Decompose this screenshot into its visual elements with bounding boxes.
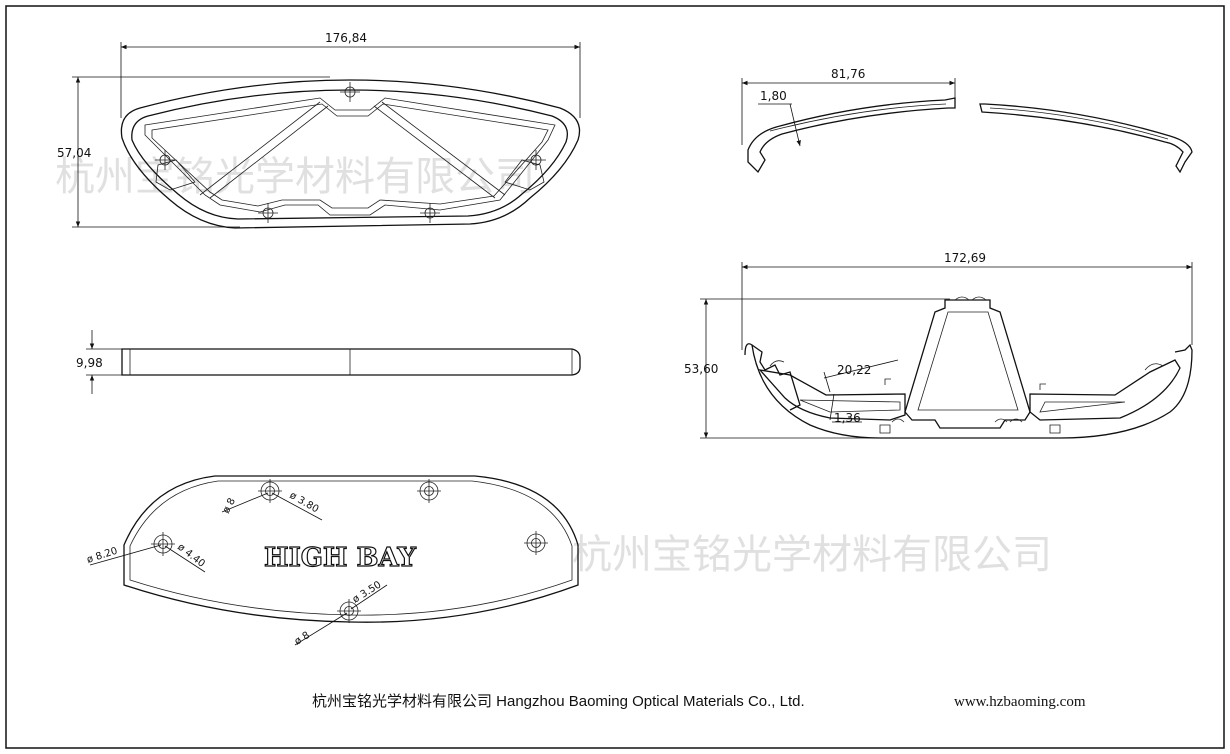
hole-top-right (417, 479, 441, 503)
profile-wall-dimension: 1,36 (829, 393, 862, 425)
profile-width-label: 172,69 (944, 251, 986, 265)
end-cap-height-dimension: 57,04 (57, 76, 330, 228)
end-cap-back-view: HIGH BAY (123, 475, 579, 623)
hole1-outer-label: ø 8 (221, 496, 238, 515)
footer-company: 杭州宝铭光学材料有限公司 Hangzhou Baoming Optical Ma… (312, 693, 805, 710)
end-cap-front-view (120, 79, 581, 229)
watermark-top: 杭州宝铭光学材料有限公司 (55, 154, 535, 200)
end-cap-thickness-label: 9,98 (76, 356, 103, 370)
end-cap-thickness-dimension: 9,98 (76, 330, 122, 394)
end-cap-height-label: 57,04 (57, 146, 91, 160)
high-bay-logo: HIGH BAY (264, 543, 416, 573)
hole2-outer-label: ø 8.20 (86, 546, 119, 566)
end-cap-side-view (121, 348, 581, 376)
cover-thickness-dimension: 1,80 (758, 89, 801, 147)
profile-height-label: 53,60 (684, 362, 718, 376)
hole-bottom (337, 599, 361, 623)
watermark-bottom: 杭州宝铭光学材料有限公司 (572, 532, 1052, 578)
profile-slot-label: 20,22 (837, 363, 871, 377)
profile-wall-label: 1,36 (834, 411, 861, 425)
hole-top-left (258, 479, 282, 503)
hole3-inner-label: ø 3.50 (351, 579, 384, 605)
diffuser-cover-profile (747, 97, 1193, 174)
end-cap-width-label: 176,84 (325, 31, 367, 45)
cover-width-label: 81,76 (831, 67, 865, 81)
end-cap-width-dimension: 176,84 (120, 31, 581, 118)
drawing-border (5, 5, 1225, 749)
footer-website: www.hzbaoming.com (954, 694, 1086, 710)
profile-height-dimension: 53,60 (684, 298, 950, 439)
housing-profile (744, 296, 1193, 439)
hole-left (151, 532, 175, 556)
profile-width-dimension: 172,69 (741, 251, 1193, 350)
hole-right (524, 531, 548, 555)
hole1-inner-label: ø 3.80 (288, 490, 321, 515)
cover-thickness-label: 1,80 (760, 89, 787, 103)
cover-width-dimension: 81,76 (741, 67, 956, 145)
profile-slot-dimension: 20,22 (823, 359, 899, 393)
